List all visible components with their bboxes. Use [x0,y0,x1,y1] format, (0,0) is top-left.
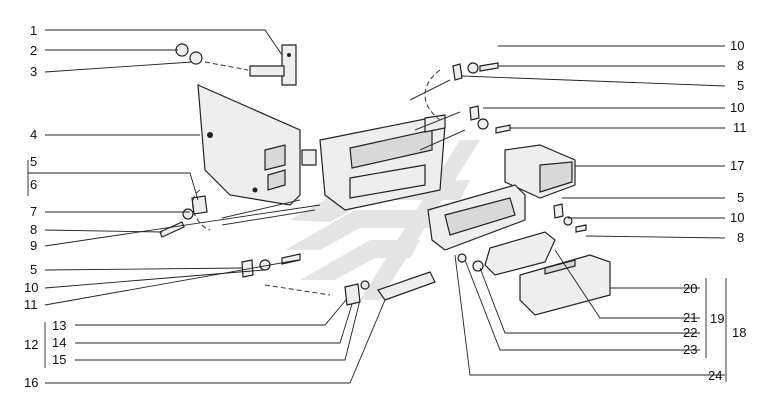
label-2: 2 [30,43,37,58]
part-nut-2-3 [175,43,203,65]
part-frame-24 [427,184,526,251]
label-10-right-c: 10 [730,210,744,225]
label-10-right-a: 10 [730,38,744,53]
label-8-right-a: 8 [737,58,744,73]
part-box-17 [504,144,576,199]
label-13: 13 [52,318,66,333]
label-24: 24 [708,368,722,383]
assembly-guide-lines [192,69,466,296]
label-16: 16 [24,375,38,390]
label-15: 15 [52,352,66,367]
part-bracket-1 [249,44,297,86]
label-22: 22 [683,325,697,340]
label-6: 6 [30,177,37,192]
label-1: 1 [30,23,37,38]
leader-lines [27,29,727,384]
label-4: 4 [30,127,37,142]
label-3: 3 [30,64,37,79]
label-12: 12 [24,337,38,352]
label-10-left: 10 [24,280,38,295]
label-8-right-b: 8 [737,230,744,245]
label-5-right-b: 5 [737,190,744,205]
label-5-right-a: 5 [737,78,744,93]
label-21: 21 [683,310,697,325]
label-17: 17 [730,158,744,173]
label-10-right-b: 10 [730,100,744,115]
label-11-right: 11 [733,120,747,135]
part-center-housing-9 [319,114,446,211]
label-5-left-top: 5 [30,154,37,169]
label-7: 7 [30,204,37,219]
label-18: 18 [732,325,746,340]
part-drawer-20 [519,254,611,316]
label-5-left-bottom: 5 [30,262,37,277]
label-14: 14 [52,335,66,350]
label-19: 19 [710,311,724,326]
part-bracket-21 [484,231,556,276]
label-9: 9 [30,238,37,253]
label-20: 20 [683,281,697,296]
label-23: 23 [683,342,697,357]
label-11-left: 11 [24,297,38,312]
label-8-left: 8 [30,222,37,237]
callout-labels: 1 2 3 4 5 6 7 8 9 5 10 11 12 13 14 15 16… [24,23,747,390]
part-side-panel-4 [197,84,317,206]
